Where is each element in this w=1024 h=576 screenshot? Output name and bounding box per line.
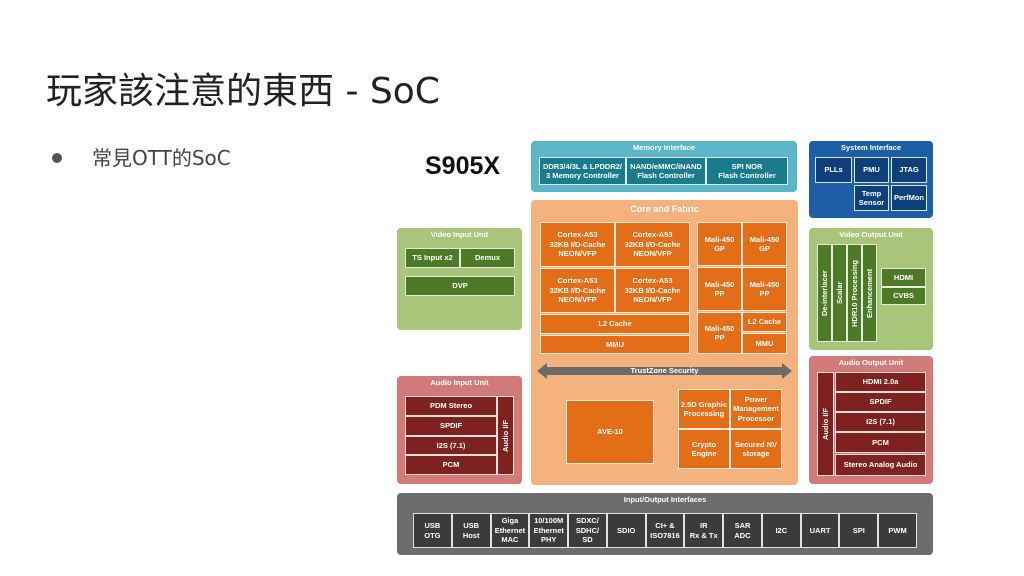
io-sdio: SDIO [606, 513, 646, 548]
cvbs-box: CVBS [881, 287, 926, 305]
trustzone-label: TrustZone Security [630, 366, 699, 375]
deinterlacer-box: De-interlacer [817, 244, 832, 342]
perfmon-box: PerfMon [891, 185, 927, 211]
scalar-box: Scalar [832, 244, 847, 342]
gpu-l2-cache: L2 Cache [742, 312, 787, 332]
io-sdxc: SDXC/ SDHC/ SD [568, 513, 607, 548]
gpu-pp-1: Mali-450 PP [697, 267, 742, 311]
audio-in-spdif-box: SPDIF [405, 416, 497, 436]
io-i2c: I2C [761, 513, 801, 548]
demux-box: Demux [460, 248, 515, 268]
system-interface-panel: System Interface PLLs PMU JTAG Temp Sens… [809, 141, 933, 218]
memory-interface-title: Memory Interface [632, 143, 696, 152]
plls-box: PLLs [815, 157, 852, 183]
bullet-item: 常見OTT的SoC [52, 142, 231, 171]
bullet-text: 常見OTT的SoC [92, 146, 231, 170]
io-pwm: PWM [878, 513, 917, 548]
audio-out-pcm-box: PCM [835, 432, 926, 453]
video-input-title: Video Input Unit [430, 230, 489, 239]
gpu-gp-2: Mali-450 GP [742, 222, 787, 266]
video-input-panel: Video Input Unit TS Input x2 Demux DVP [397, 228, 522, 330]
audio-out-spdif-box: SPDIF [835, 392, 926, 412]
cpu-core-4: Cortex-A53 32KB I/D-Cache NEON/VFP [615, 268, 690, 313]
cpu-core-3: Cortex-A53 32KB I/D-Cache NEON/VFP [540, 268, 615, 313]
io-ir: IR Rx & Tx [684, 513, 724, 548]
cpu-core-1: Cortex-A53 32KB I/D-Cache NEON/VFP [540, 222, 615, 267]
jtag-box: JTAG [891, 157, 927, 183]
io-interfaces-panel: Input/Output Interfaces USB OTG USB Host… [397, 493, 933, 555]
audio-input-panel: Audio Input Unit PDM Stereo SPDIF I2S (7… [397, 376, 522, 484]
hdmi-out-box: HDMI [881, 268, 926, 287]
io-ethernet-phy: 10/100M Ethernet PHY [529, 513, 569, 548]
gpu-pp-2: Mali-450 PP [742, 267, 787, 311]
hdr10-box: HDR10 Processing [847, 244, 862, 342]
memory-controller-box: DDR3/4/3L & LPDDR2/ 3 Memory Controller [539, 157, 626, 185]
memory-interface-panel: Memory Interface DDR3/4/3L & LPDDR2/ 3 M… [531, 141, 797, 192]
io-sar-adc: SAR ADC [723, 513, 762, 548]
crypto-engine-box: Crypto Engine [678, 429, 730, 469]
power-management-box: Power Management Processor [730, 389, 782, 429]
graphic-processing-box: 2.5D Graphic Processing [678, 389, 730, 429]
dvp-box: DVP [405, 276, 515, 296]
cpu-mmu: MMU [540, 335, 690, 354]
gpu-pp-3: Mali-450 PP [697, 312, 742, 354]
core-fabric-title: Core and Fabric [630, 204, 699, 214]
stereo-analog-box: Stereo Analog Audio [835, 454, 926, 476]
enhancement-box: Enhancement [862, 244, 877, 342]
trustzone-arrow-icon [537, 363, 792, 379]
video-output-title: Video Output Unit [839, 230, 903, 239]
flash-controller-box: NAND/eMMC/iNAND Flash Controller [626, 157, 706, 185]
io-ci-iso7816: CI+ & ISO7816 [645, 513, 685, 548]
audio-in-pcm-box: PCM [405, 455, 497, 475]
system-interface-title: System Interface [840, 143, 902, 152]
io-uart: UART [800, 513, 840, 548]
ave-10-box: AVE-10 [566, 400, 654, 464]
audio-out-if-box: Audio I/F [817, 372, 834, 476]
secured-storage-box: Secured NV storage [730, 429, 782, 469]
io-giga-ethernet: Giga Ethernet MAC [490, 513, 530, 548]
io-usb-otg: USB OTG [413, 513, 452, 548]
hdmi-20a-box: HDMI 2.0a [835, 372, 926, 392]
temp-sensor-box: Temp Sensor [854, 185, 889, 211]
audio-in-i2s-box: I2S (7.1) [405, 436, 497, 455]
io-spi: SPI [839, 513, 879, 548]
audio-input-title: Audio Input Unit [430, 378, 489, 387]
core-fabric-panel: Core and Fabric Cortex-A53 32KB I/D-Cach… [531, 200, 798, 485]
cpu-core-2: Cortex-A53 32KB I/D-Cache NEON/VFP [615, 222, 690, 267]
gpu-gp-1: Mali-450 GP [697, 222, 742, 266]
io-interfaces-title: Input/Output Interfaces [623, 495, 707, 504]
chip-name: S905X [425, 152, 501, 180]
video-output-panel: Video Output Unit De-interlacer Scalar H… [809, 228, 933, 350]
io-row: USB OTG USB Host Giga Ethernet MAC 10/10… [413, 513, 917, 548]
cpu-l2-cache: L2 Cache [540, 314, 690, 334]
pdm-stereo-box: PDM Stereo [405, 396, 497, 416]
gpu-mmu: MMU [742, 333, 787, 354]
audio-output-title: Audio Output Unit [838, 358, 904, 367]
audio-output-panel: Audio Output Unit Audio I/F HDMI 2.0a SP… [809, 356, 933, 484]
bullet-dot-icon [52, 152, 62, 163]
slide-title: 玩家該注意的東西 - SoC [46, 71, 440, 112]
audio-in-if-box: Audio I/F [497, 396, 514, 475]
ts-input-box: TS Input x2 [405, 248, 460, 268]
io-usb-host: USB Host [451, 513, 491, 548]
pmu-box: PMU [854, 157, 889, 183]
spi-nor-box: SPI NOR Flash Controller [706, 157, 788, 185]
audio-out-i2s-box: I2S (7.1) [835, 412, 926, 432]
